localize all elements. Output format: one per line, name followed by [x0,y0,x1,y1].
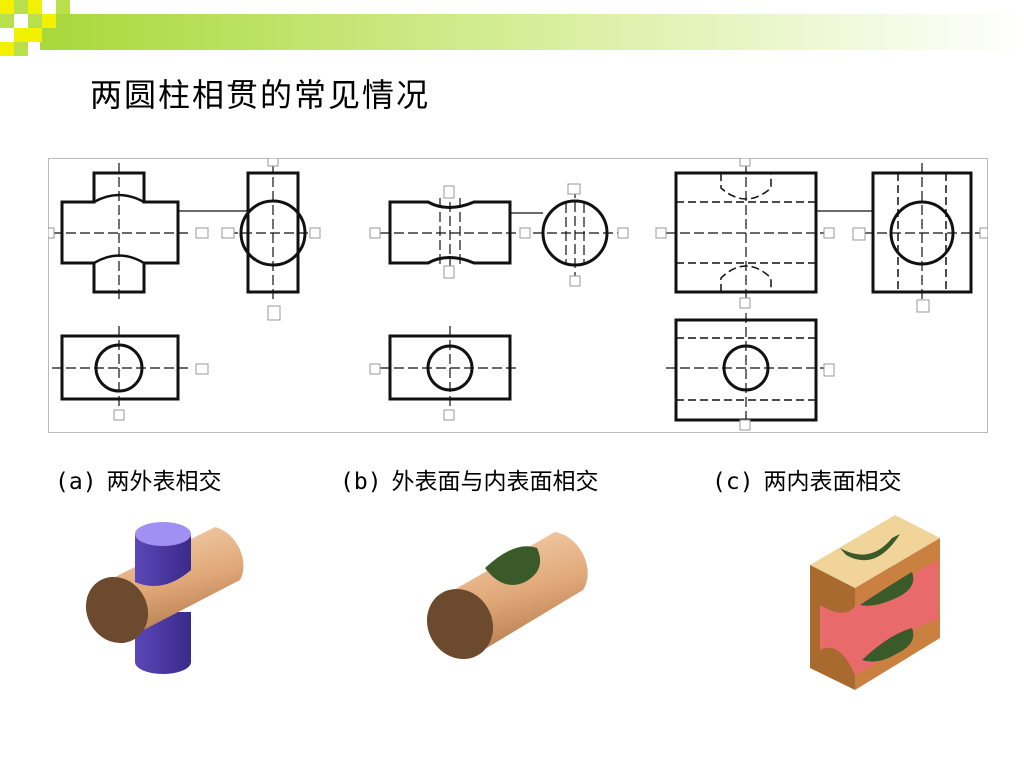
model-a-two-cylinders [85,522,244,674]
caption-a: (a) 两外表相交 [55,462,222,496]
caption-b-text: 外表面与内表面相交 [391,469,599,495]
caption-c-tag: (c) [712,469,754,495]
model-c-block-internal-holes [810,515,940,690]
caption-c-text: 两内表面相交 [763,469,902,495]
drawing-a-top [60,334,180,401]
model-b-cylinder-with-hole [426,532,588,660]
caption-b: (b) 外表面与内表面相交 [340,462,599,496]
caption-c: (c) 两内表面相交 [712,462,902,496]
caption-a-text: 两外表相交 [106,469,222,495]
orthographic-drawings [48,158,988,433]
caption-b-tag: (b) [340,469,382,495]
header-decoration [0,0,1024,56]
slide-title: 两圆柱相贯的常见情况 [90,76,431,114]
drawing-a-front [60,171,180,294]
caption-a-tag: (a) [55,469,97,495]
